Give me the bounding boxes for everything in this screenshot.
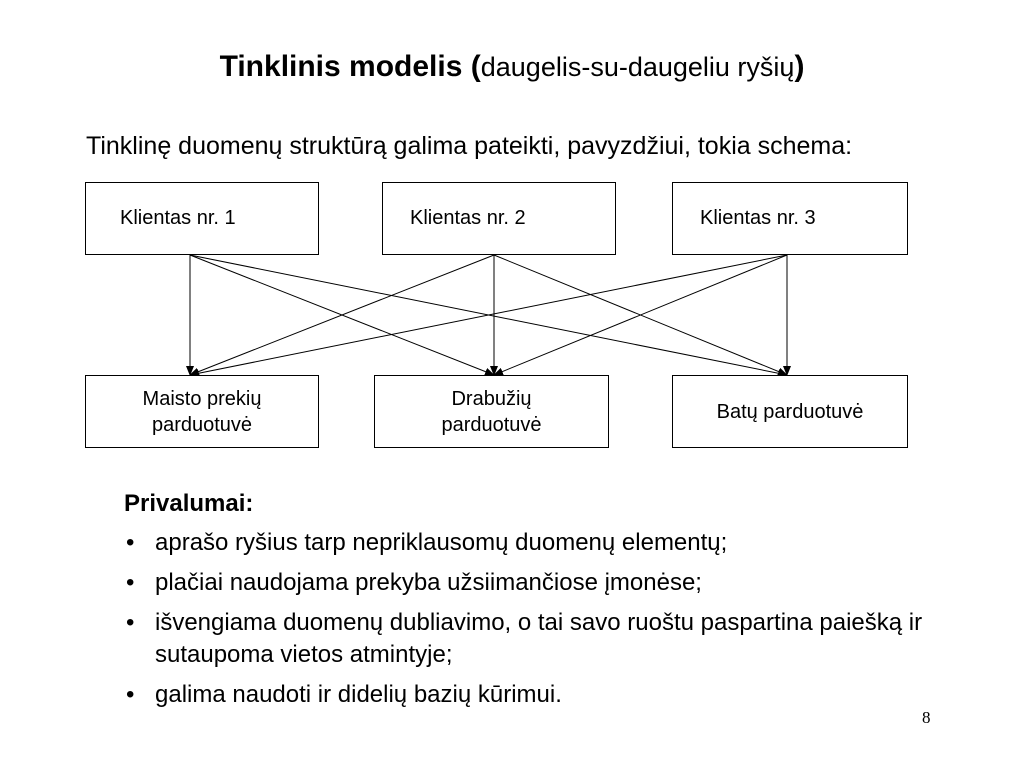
intro-text: Tinklinę duomenų struktūrą galima pateik…: [86, 132, 853, 160]
title-subtitle: daugelis-su-daugeliu ryšių: [480, 52, 795, 82]
shop-label-food-line1: Maisto prekių: [142, 387, 262, 410]
client-box-1: Klientas nr. 1: [85, 182, 319, 255]
advantage-text: galima naudoti ir didelių bazių kūrimui.: [155, 681, 562, 708]
advantage-text: išvengiama duomenų dubliavimo, o tai sav…: [155, 609, 923, 668]
shop-box-clothes: Drabužių parduotuvė: [374, 375, 609, 448]
edge-arrow-3-2: [493, 254, 788, 376]
slide-title: Tinklinis modelis (daugelis-su-daugeliu …: [0, 50, 1024, 84]
advantage-text: aprašo ryšius tarp nepriklausomų duomenų…: [155, 529, 728, 556]
bullet-icon: •: [126, 681, 135, 708]
shop-label-clothes-line2: parduotuvė: [441, 413, 542, 436]
shop-box-shoes: Batų parduotuvė: [672, 375, 908, 448]
shop-label-clothes-line1: Drabužių: [451, 387, 532, 410]
title-close-paren: ): [794, 50, 805, 83]
advantages-title: Privalumai:: [124, 490, 254, 517]
advantage-item: • plačiai naudojama prekyba užsiimančios…: [124, 567, 954, 599]
shop-label-food-line2: parduotuvė: [151, 413, 253, 436]
bullet-icon: •: [126, 529, 135, 556]
title-main: Tinklinis modelis: [219, 50, 463, 83]
bullet-icon: •: [126, 569, 135, 596]
client-box-2: Klientas nr. 2: [382, 182, 616, 255]
advantages-list: • aprašo ryšius tarp nepriklausomų duome…: [124, 527, 954, 719]
shop-box-food: Maisto prekių parduotuvė: [85, 375, 319, 448]
page-number: 8: [922, 708, 931, 727]
edge-arrow-2-1: [189, 254, 495, 376]
client-box-3: Klientas nr. 3: [672, 182, 908, 255]
client-label-1: Klientas nr. 1: [120, 207, 236, 229]
bullet-icon: •: [126, 609, 135, 636]
advantage-item: • išvengiama duomenų dubliavimo, o tai s…: [124, 607, 954, 671]
shop-label-shoes: Batų parduotuvė: [716, 400, 864, 423]
edge-arrow-3-1: [189, 254, 788, 378]
advantage-item: • aprašo ryšius tarp nepriklausomų duome…: [124, 527, 954, 559]
title-open-paren: (: [470, 50, 481, 83]
advantage-item: • galima naudoti ir didelių bazių kūrimu…: [124, 679, 954, 711]
advantage-text: plačiai naudojama prekyba užsiimančiose …: [155, 569, 702, 596]
client-label-3: Klientas nr. 3: [700, 207, 816, 229]
client-label-2: Klientas nr. 2: [410, 207, 526, 229]
